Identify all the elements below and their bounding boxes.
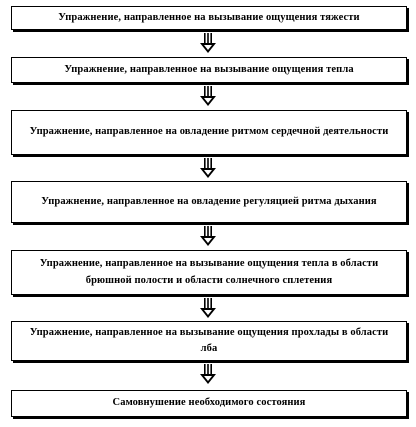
step-box-2: Упражнение, направленное на вызывание ощ… [11,57,407,83]
down-arrow-icon [200,86,216,106]
step-box-4: Упражнение, направленное на овладение ре… [11,181,407,223]
step-label-2: Упражнение, направленное на вызывание ощ… [64,63,354,75]
down-arrow-icon [200,298,216,318]
step-box-7: Самовнушение необходимого состояния [11,390,407,417]
step-label-3: Упражнение, направленное на овладение ри… [29,126,389,138]
step-box-1: Упражнение, направленное на вызывание ощ… [11,6,407,30]
step-label-5: Упражнение, направленное на вызывание ощ… [39,258,379,286]
step-label-7: Самовнушение необходимого состояния [112,397,306,409]
down-arrow-icon [200,226,216,246]
step-box-6: Упражнение, направленное на вызывание ощ… [11,321,407,361]
step-label-4: Упражнение, направленное на овладение ре… [41,195,377,207]
step-box-3: Упражнение, направленное на овладение ри… [11,110,407,155]
step-label-1: Упражнение, направленное на вызывание ощ… [58,11,360,23]
down-arrow-icon [200,158,216,178]
down-arrow-icon [200,33,216,53]
step-box-5: Упражнение, направленное на вызывание ощ… [11,250,407,295]
down-arrow-icon [200,364,216,384]
step-label-6: Упражнение, направленное на вызывание ощ… [29,326,389,354]
